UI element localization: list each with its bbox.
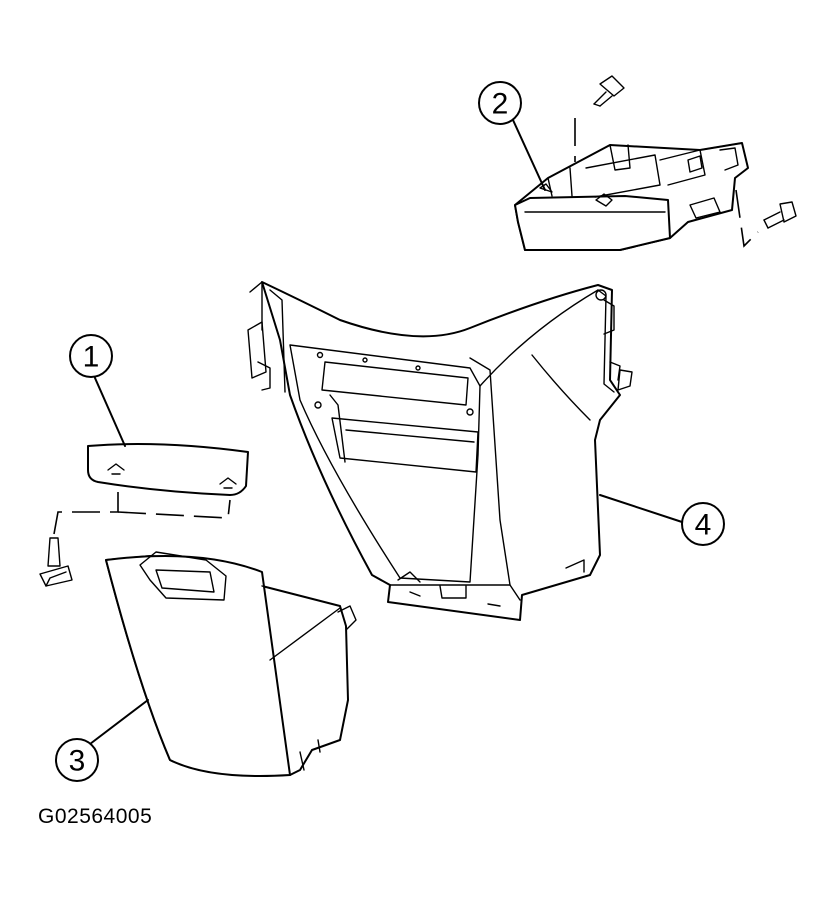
center-console-bezel-part bbox=[247, 281, 633, 621]
leader-line-3 bbox=[89, 699, 149, 745]
cup-holder-part bbox=[514, 142, 749, 251]
leader-line-2 bbox=[512, 119, 546, 191]
figure-code: G02564005 bbox=[38, 805, 153, 828]
svg-text:1: 1 bbox=[83, 341, 100, 374]
leader-line-1 bbox=[94, 377, 126, 447]
clip-guide-line bbox=[53, 492, 119, 535]
svg-text:4: 4 bbox=[695, 509, 712, 542]
trim-panel-part bbox=[87, 443, 249, 496]
screw-guide-line bbox=[735, 189, 759, 248]
screw-icon bbox=[763, 201, 797, 229]
storage-bin-part bbox=[105, 551, 357, 777]
callout-2: 2 bbox=[478, 81, 522, 125]
clip-guide-line bbox=[117, 499, 231, 519]
svg-text:2: 2 bbox=[492, 88, 509, 121]
screw-icon bbox=[593, 75, 625, 107]
callout-3: 3 bbox=[55, 738, 99, 782]
callout-1: 1 bbox=[69, 334, 113, 378]
callout-4: 4 bbox=[681, 502, 725, 546]
clip-icon bbox=[39, 537, 73, 587]
svg-text:3: 3 bbox=[69, 745, 86, 778]
leader-line-4 bbox=[599, 494, 683, 523]
